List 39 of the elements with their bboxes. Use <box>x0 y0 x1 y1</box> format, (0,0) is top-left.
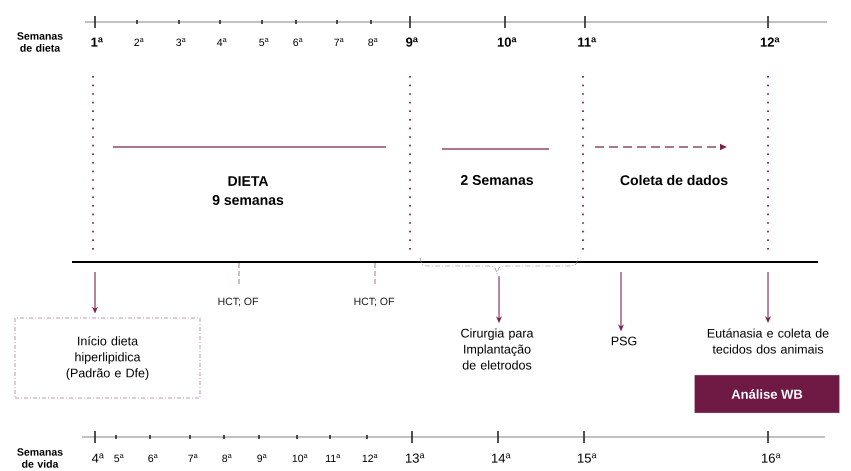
tick-label: 3$^{a}$ <box>176 38 186 46</box>
period-label: Coleta de dados <box>620 174 728 186</box>
period-label: 9 semanas <box>212 195 284 205</box>
event-label: Eutánasia e coleta de tecidos dos animais <box>708 328 829 354</box>
tick-label: 5$^{a}$ <box>114 454 124 462</box>
tick-label: 5$^{a}$ <box>259 38 269 46</box>
tick-label: 4$^{a}$ <box>217 38 227 46</box>
tick-label: 14$^{a}$ <box>492 453 511 463</box>
tick-label: 2$^{a}$ <box>134 38 144 46</box>
period-label: DIETA <box>228 176 268 186</box>
tick-label: 10$^{a}$ <box>498 37 517 47</box>
tick-label: 4$^{a}$ <box>92 453 104 463</box>
tick-label: 1$^{a}$ <box>91 37 103 47</box>
test-label: HCT; OF <box>218 298 258 306</box>
tick-label: 6$^{a}$ <box>293 38 303 46</box>
test-label: HCT; OF <box>354 298 394 306</box>
tick-label: 7$^{a}$ <box>334 38 344 46</box>
tick-label: 13$^{a}$ <box>406 453 425 463</box>
brace <box>420 258 578 274</box>
analysis-box: Análise WB <box>694 374 840 414</box>
tick-label: 16$^{a}$ <box>762 453 781 463</box>
tick-label: 15$^{a}$ <box>578 453 597 463</box>
tick-label: 11$^{a}$ <box>326 454 340 462</box>
tick-label: 12$^{a}$ <box>362 454 378 462</box>
tick-label: 8$^{a}$ <box>222 454 232 462</box>
tick-label: 7$^{a}$ <box>188 454 198 462</box>
event-label: Cirurgia para Implantação de eletrodos <box>461 328 534 370</box>
tick-label: 9$^{a}$ <box>406 37 418 47</box>
axis-title: Semanas de dieta <box>17 32 63 52</box>
tick-label: 8$^{a}$ <box>368 38 378 46</box>
event-label: PSG <box>612 336 636 346</box>
tick-label: 11$^{a}$ <box>578 37 596 47</box>
tick-label: 6$^{a}$ <box>148 454 158 462</box>
axis-title: Semanas de vida <box>17 448 63 468</box>
tick-label: 10$^{a}$ <box>292 454 308 462</box>
event-box: Início dieta hiperlipidica (Padrão e Dfe) <box>14 318 200 398</box>
period-label: 2 Semanas <box>460 175 533 185</box>
tick-label: 9$^{a}$ <box>257 454 267 462</box>
tick-label: 12$^{a}$ <box>760 37 780 47</box>
